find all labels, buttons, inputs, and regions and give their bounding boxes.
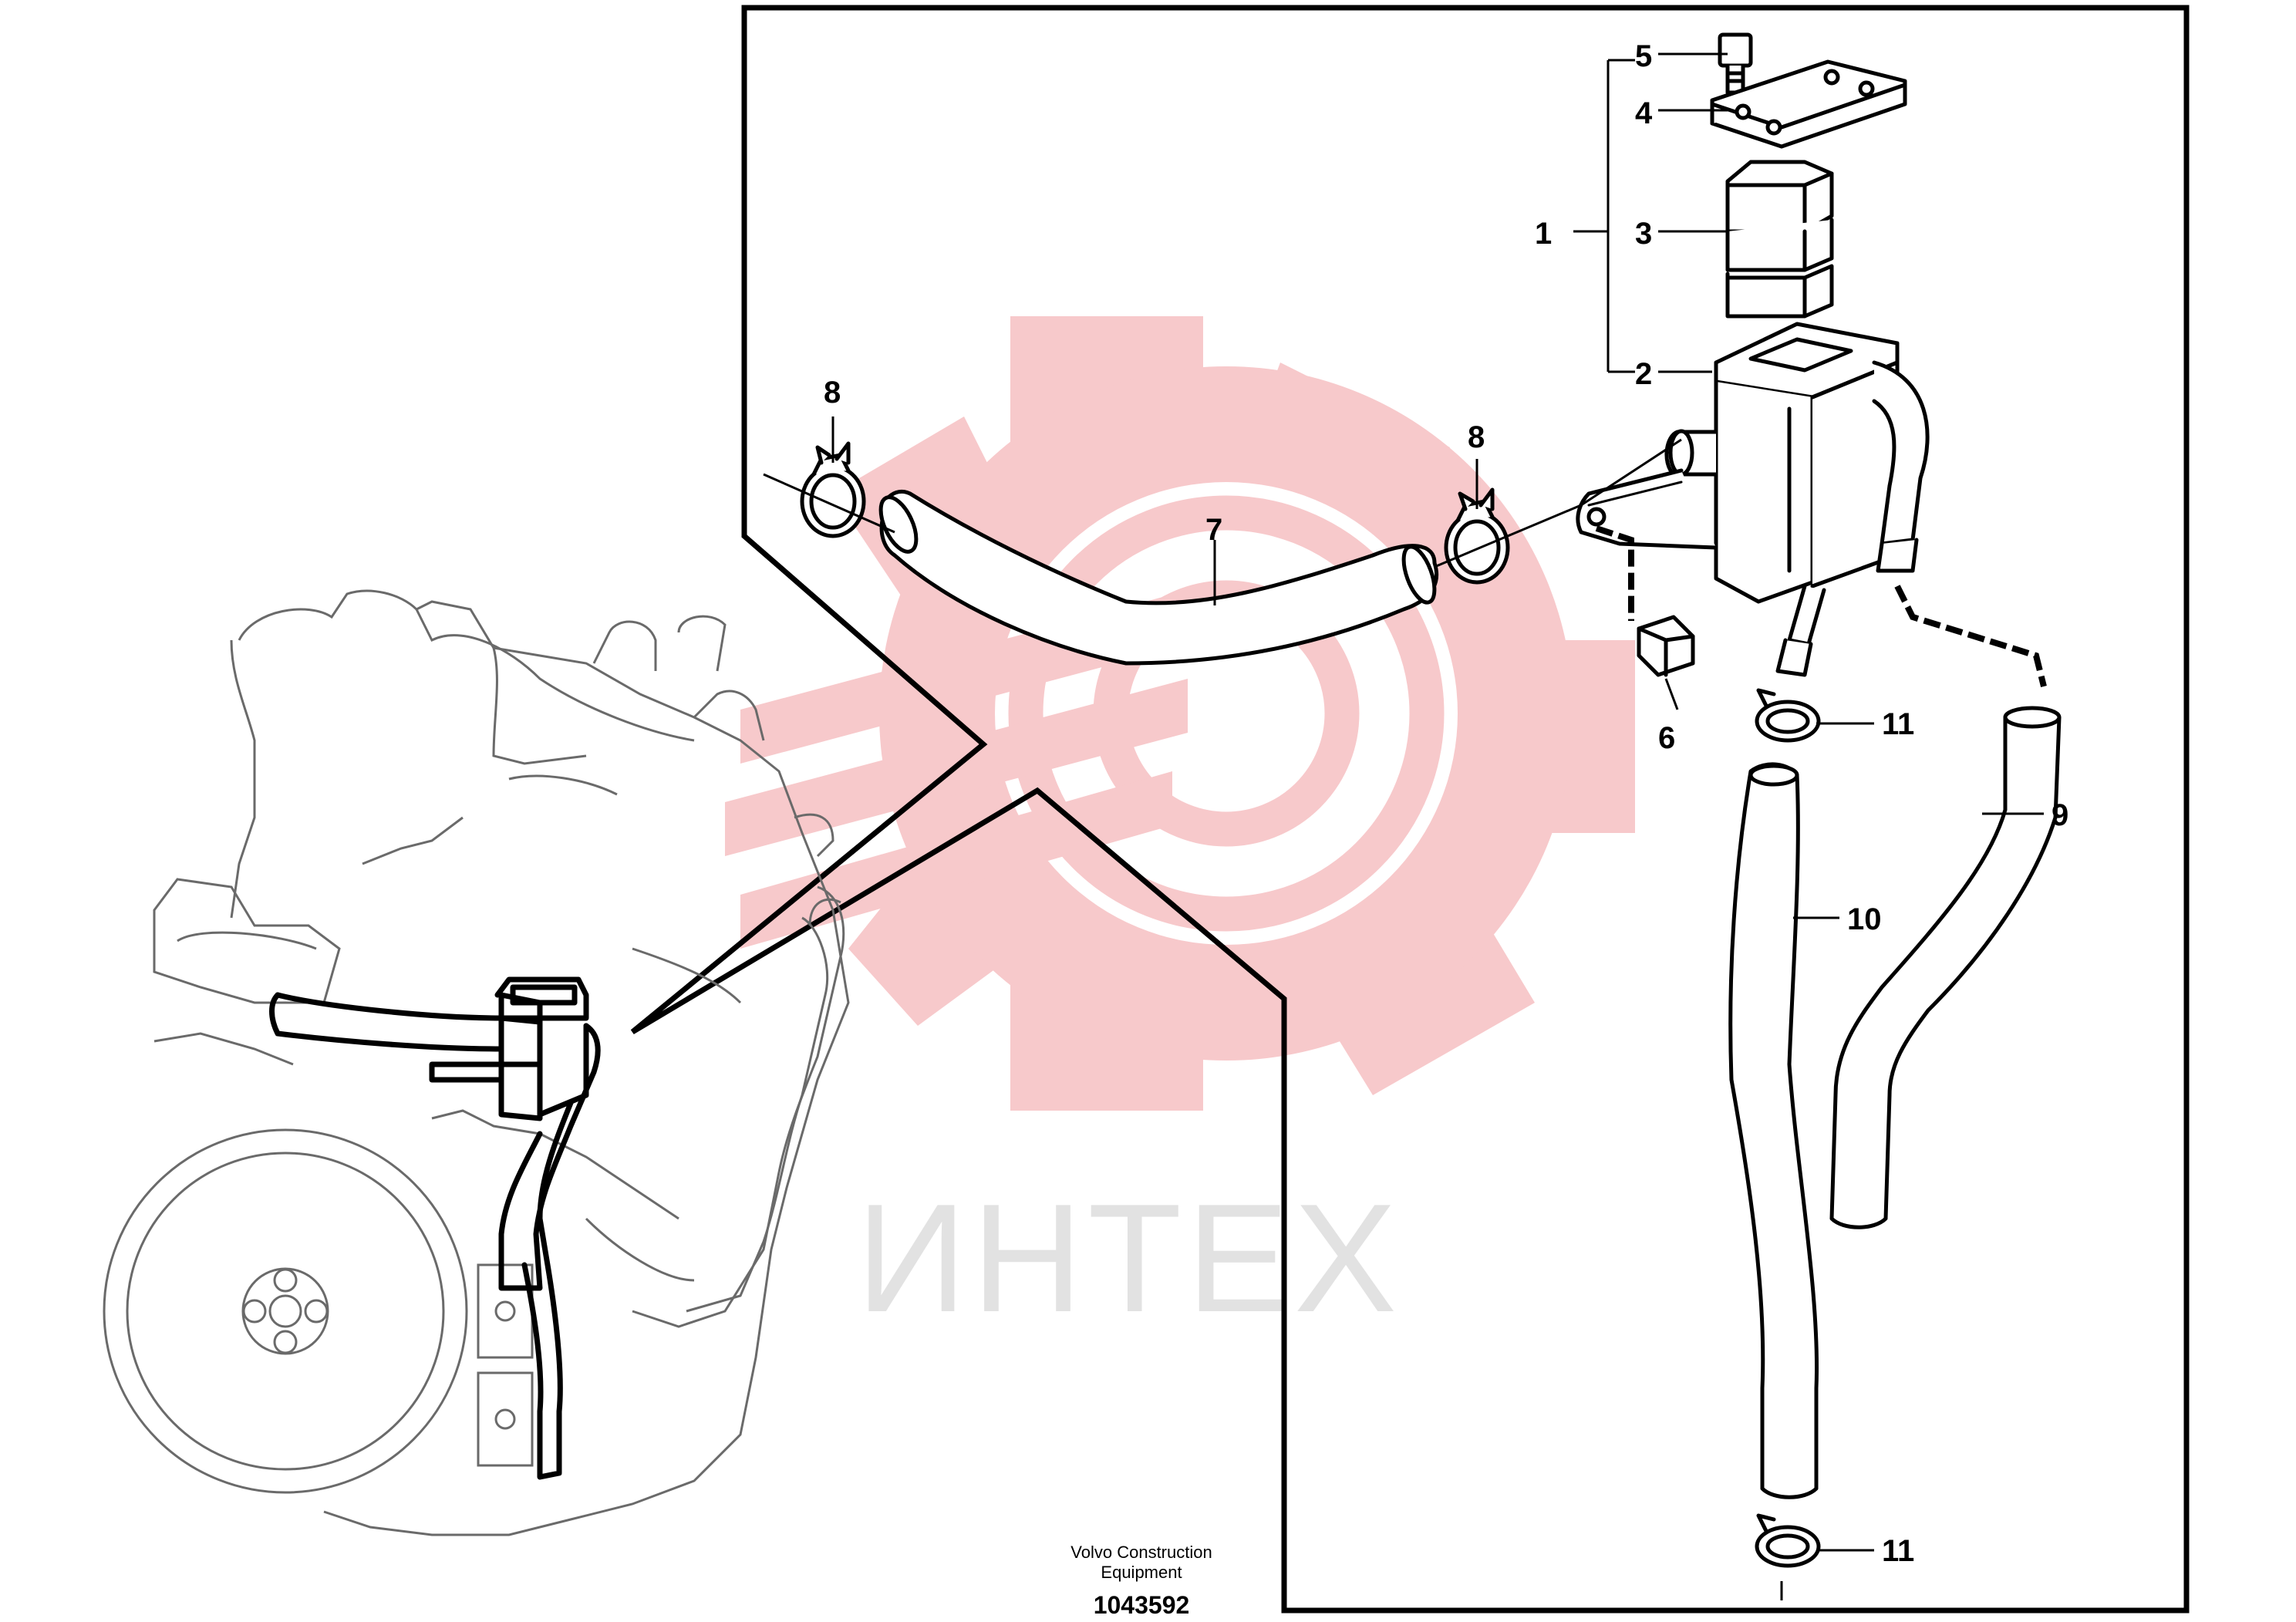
- hose-clamp-part-8a: [800, 441, 866, 538]
- callout-8a: 8: [824, 376, 841, 410]
- caption-company-line1: Volvo Construction: [1070, 1543, 1212, 1562]
- callout-10: 10: [1847, 902, 1882, 936]
- callout-5: 5: [1635, 39, 1652, 73]
- callout-3: 3: [1635, 217, 1652, 251]
- breather-housing-part-2: [1576, 322, 1930, 677]
- callout-6: 6: [1658, 721, 1675, 755]
- callout-8b: 8: [1468, 420, 1485, 454]
- callout-9: 9: [2052, 798, 2068, 832]
- bolt-part-6: [1637, 615, 1695, 677]
- detail-parts: [800, 32, 2062, 1568]
- engine-overview: [103, 589, 850, 1536]
- callout-7: 7: [1205, 513, 1222, 547]
- hose-clamp-part-8b: [1444, 487, 1510, 585]
- callout-11b: 11: [1882, 1534, 1914, 1568]
- screw-part-5: [1718, 32, 1753, 95]
- caption-part-number: 1043592: [1094, 1591, 1190, 1619]
- callout-4: 4: [1635, 96, 1653, 130]
- callout-1: 1: [1535, 217, 1552, 251]
- hose-part-9: [1829, 706, 2062, 1229]
- callout-2: 2: [1635, 357, 1652, 391]
- filter-elements-part-3: [1725, 160, 1834, 319]
- hose-part-10: [1728, 762, 1819, 1499]
- detail-frame: [630, 5, 2190, 1614]
- callout-leaders: [763, 52, 2044, 1600]
- engine-breather-assembly: [269, 976, 601, 1480]
- watermark-gear-icon: [725, 316, 1635, 1111]
- assembly-dash-lines: [1595, 525, 2047, 687]
- hose-clamp-part-11b: [1755, 1513, 1821, 1568]
- caption-company-line2: Equipment: [1101, 1563, 1182, 1582]
- watermark-text: ИНТЕХ: [856, 1172, 1401, 1344]
- hose-clamp-part-11a: [1755, 688, 1821, 743]
- callout-11a: 11: [1882, 707, 1914, 741]
- hose-part-7: [878, 489, 1439, 666]
- cover-plate-part-4: [1710, 59, 1907, 149]
